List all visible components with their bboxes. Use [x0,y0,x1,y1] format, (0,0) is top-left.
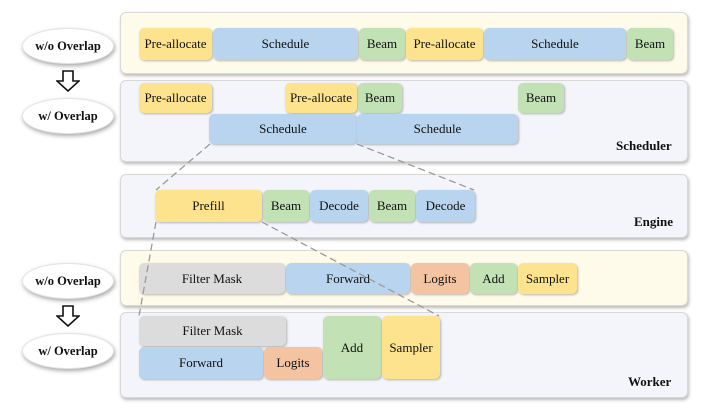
engine-label: Engine [634,214,674,229]
beam-block: Beam [359,28,405,60]
down-arrow-icon [56,70,80,92]
add-block: Add [323,316,381,379]
schedule-block: Schedule [484,28,626,60]
pre-allocate-block: Pre-allocate [406,28,483,60]
forward-block: Forward [139,347,263,379]
decode-block: Decode [416,190,475,222]
filter-mask-block: Filter Mask [139,316,286,346]
worker-label: Worker [628,374,672,389]
beam-block: Beam [518,83,564,113]
schedule-block: Schedule [357,114,518,144]
sampler-block: Sampler [518,263,577,294]
decode-block: Decode [310,190,368,222]
sampler-block: Sampler [382,316,440,379]
logits-block: Logits [264,347,322,379]
worker-without-overlap-label: w/o Overlap [22,263,114,299]
beam-block: Beam [358,83,402,113]
pre-allocate-block: Pre-allocate [139,83,212,113]
pre-allocate-block: Pre-allocate [285,83,357,113]
add-block: Add [470,263,517,294]
pre-allocate-block: Pre-allocate [139,28,212,60]
scheduler-label: Scheduler [616,138,672,153]
schedule-block: Schedule [213,28,358,60]
without-overlap-label: w/o Overlap [22,28,114,64]
prefill-block: Prefill [155,190,262,222]
logits-block: Logits [411,263,469,294]
forward-block: Forward [286,263,410,294]
beam-block: Beam [627,28,673,60]
with-overlap-label: w/ Overlap [22,98,114,134]
schedule-block: Schedule [209,114,357,144]
worker-with-overlap-label: w/ Overlap [22,333,114,369]
filter-mask-block: Filter Mask [139,263,285,294]
beam-block: Beam [263,190,309,222]
down-arrow-icon [56,305,80,327]
beam-block: Beam [369,190,415,222]
